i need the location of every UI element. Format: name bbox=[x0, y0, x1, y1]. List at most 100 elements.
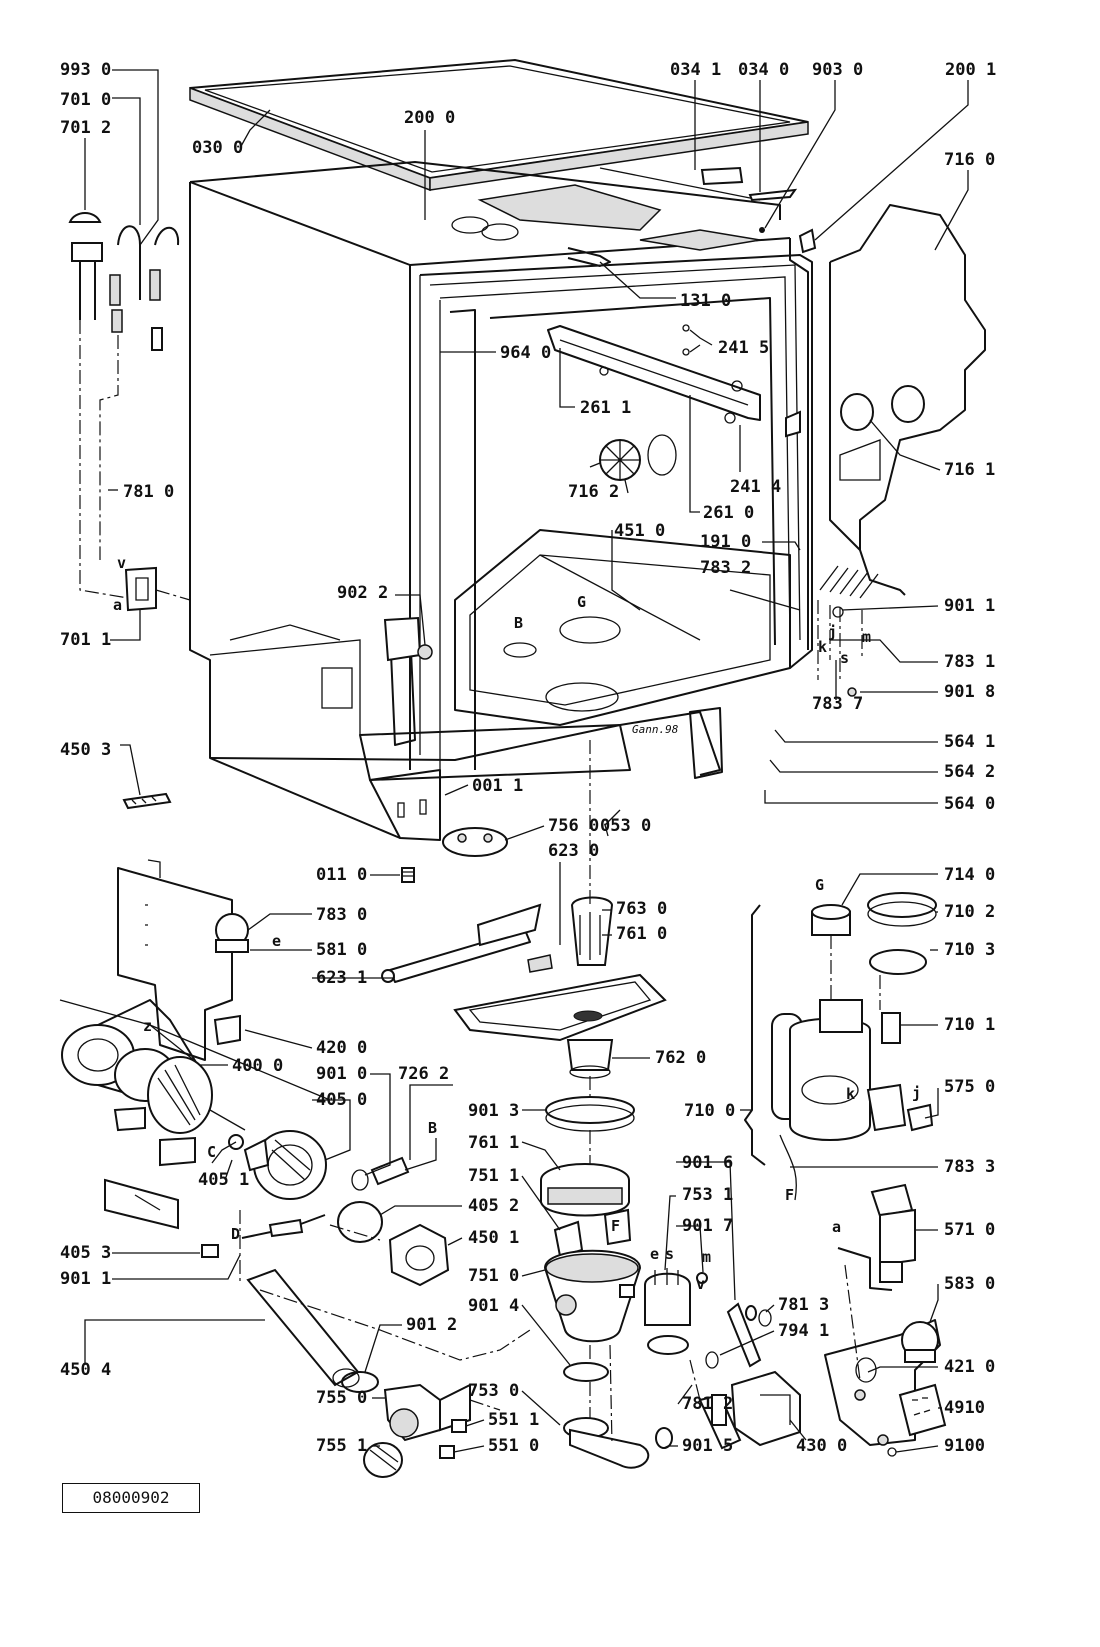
part-label-783-3: 783 3 bbox=[944, 1157, 995, 1177]
part-label-k-top: k bbox=[818, 638, 827, 656]
part-label-781-3: 781 3 bbox=[778, 1295, 829, 1315]
part-label-783-7: 783 7 bbox=[812, 694, 863, 714]
heater-element-part bbox=[381, 903, 553, 983]
part-label-e-mid: e bbox=[272, 932, 281, 950]
part-label-v-top: v bbox=[117, 554, 126, 572]
part-label-901-7: 901 7 bbox=[682, 1216, 733, 1236]
part-label-241-4: 241 4 bbox=[730, 477, 781, 497]
part-label-261-0: 261 0 bbox=[703, 503, 754, 523]
part-label-901-5: 901 5 bbox=[682, 1436, 733, 1456]
part-label-200-0: 200 0 bbox=[404, 108, 455, 128]
part-label-753-1: 753 1 bbox=[682, 1185, 733, 1205]
part-label-j-top: j bbox=[828, 623, 837, 641]
wire-harness-part bbox=[817, 565, 879, 697]
part-label-C-mid: C bbox=[207, 1143, 216, 1161]
part-label-583-0: 583 0 bbox=[944, 1274, 995, 1294]
control-bracket-part bbox=[117, 859, 249, 1061]
part-label-G-mid: G bbox=[815, 876, 824, 894]
part-label-716-2: 716 2 bbox=[568, 482, 619, 502]
part-label-034-1: 034 1 bbox=[670, 60, 721, 80]
part-label-F-low: F bbox=[611, 1217, 620, 1235]
part-label-761-0: 761 0 bbox=[616, 924, 667, 944]
part-label-405-2: 405 2 bbox=[468, 1196, 519, 1216]
part-label-564-1: 564 1 bbox=[944, 732, 995, 752]
part-label-762-0: 762 0 bbox=[655, 1048, 706, 1068]
part-label-450-3: 450 3 bbox=[60, 740, 111, 760]
part-label-993-0: 993 0 bbox=[60, 60, 111, 80]
part-label-575-0: 575 0 bbox=[944, 1077, 995, 1097]
insulation-panel-part bbox=[785, 204, 986, 596]
leader-lines bbox=[84, 69, 969, 1453]
part-label-902-2: 902 2 bbox=[337, 583, 388, 603]
part-label-j-mid: j bbox=[912, 1084, 921, 1102]
part-label-781-2: 781 2 bbox=[682, 1394, 733, 1414]
part-label-053-0: 053 0 bbox=[600, 816, 651, 836]
part-label-v-low: v bbox=[696, 1275, 705, 1293]
assembly-guide-lines bbox=[239, 740, 881, 1446]
part-label-755-0: 755 0 bbox=[316, 1388, 367, 1408]
part-label-783-0: 783 0 bbox=[316, 905, 367, 925]
top-lid-part bbox=[189, 58, 809, 192]
filter-assembly-part bbox=[453, 896, 667, 1079]
part-label-430-0: 430 0 bbox=[796, 1436, 847, 1456]
part-label-710-2: 710 2 bbox=[944, 902, 995, 922]
part-label-450-4: 450 4 bbox=[60, 1360, 111, 1380]
part-label-191-0: 191 0 bbox=[700, 532, 751, 552]
part-label-710-3: 710 3 bbox=[944, 940, 995, 960]
hose-assembly-part bbox=[68, 212, 191, 612]
part-label-551-1: 551 1 bbox=[488, 1410, 539, 1430]
part-label-901-1-b: 901 1 bbox=[60, 1269, 111, 1289]
part-label-726-2: 726 2 bbox=[398, 1064, 449, 1084]
part-label-564-2: 564 2 bbox=[944, 762, 995, 782]
part-label-716-0: 716 0 bbox=[944, 150, 995, 170]
reference-code-box: 08000902 bbox=[62, 1483, 200, 1513]
part-label-B-top: B bbox=[514, 614, 523, 632]
part-label-m-low: m bbox=[702, 1248, 711, 1266]
part-label-s-top: s bbox=[840, 649, 849, 667]
part-label-761-1: 761 1 bbox=[468, 1133, 519, 1153]
reference-code: 08000902 bbox=[92, 1488, 170, 1507]
part-label-450-1: 450 1 bbox=[468, 1228, 519, 1248]
part-label-4910: 4910 bbox=[944, 1398, 985, 1418]
part-label-794-1: 794 1 bbox=[778, 1321, 829, 1341]
clip-450-3-part bbox=[122, 792, 172, 810]
part-label-783-1: 783 1 bbox=[944, 652, 995, 672]
part-label-763-0: 763 0 bbox=[616, 899, 667, 919]
part-label-034-0: 034 0 bbox=[738, 60, 789, 80]
part-label-964-0: 964 0 bbox=[500, 343, 551, 363]
part-label-751-1: 751 1 bbox=[468, 1166, 519, 1186]
part-label-B-mid: B bbox=[428, 1119, 437, 1137]
part-label-781-0: 781 0 bbox=[123, 482, 174, 502]
part-label-011-0: 011 0 bbox=[316, 865, 367, 885]
base-feet-part bbox=[401, 827, 508, 883]
part-label-131-0: 131 0 bbox=[680, 291, 731, 311]
part-label-756-0: 756 0 bbox=[548, 816, 599, 836]
part-label-405-1: 405 1 bbox=[198, 1170, 249, 1190]
part-label-z-mid: z bbox=[143, 1017, 152, 1035]
part-label-G-top: G bbox=[577, 593, 586, 611]
part-label-564-0: 564 0 bbox=[944, 794, 995, 814]
part-label-e-low: e bbox=[650, 1245, 659, 1263]
sump-assembly-part bbox=[540, 1096, 772, 1469]
part-label-551-0: 551 0 bbox=[488, 1436, 539, 1456]
water-softener-part bbox=[744, 892, 937, 1201]
part-label-421-0: 421 0 bbox=[944, 1357, 995, 1377]
part-label-241-5: 241 5 bbox=[718, 338, 769, 358]
part-label-623-1: 623 1 bbox=[316, 968, 367, 988]
part-label-901-1-a: 901 1 bbox=[944, 596, 995, 616]
part-label-9100: 9100 bbox=[944, 1436, 985, 1456]
part-label-F-mid: F bbox=[785, 1186, 794, 1204]
part-label-755-1: 755 1 bbox=[316, 1436, 367, 1456]
part-label-a-mid: a bbox=[832, 1218, 841, 1236]
part-label-901-6: 901 6 bbox=[682, 1153, 733, 1173]
part-label-716-1: 716 1 bbox=[944, 460, 995, 480]
part-label-623-0: 623 0 bbox=[548, 841, 599, 861]
part-label-701-0: 701 0 bbox=[60, 90, 111, 110]
part-label-701-2: 701 2 bbox=[60, 118, 111, 138]
part-label-751-0: 751 0 bbox=[468, 1266, 519, 1286]
part-label-710-1: 710 1 bbox=[944, 1015, 995, 1035]
drain-hose-part bbox=[246, 1268, 471, 1478]
part-label-a-top: a bbox=[113, 596, 122, 614]
